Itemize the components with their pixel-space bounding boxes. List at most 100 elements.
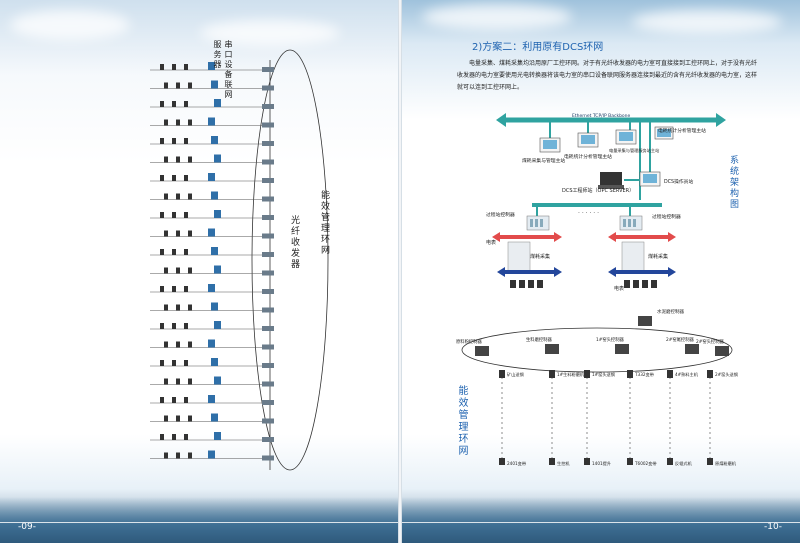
fiber-transceiver [262, 233, 274, 239]
ring-controller-node [615, 344, 629, 354]
meter-right-label: 电表 [614, 285, 624, 292]
fiber-transceiver [262, 307, 274, 313]
fiber-transceiver [262, 67, 274, 72]
meter-device [188, 304, 192, 311]
meter-device [176, 304, 180, 311]
meter-device [184, 101, 188, 107]
right-footer-line [402, 522, 800, 523]
serial-server [208, 339, 215, 348]
serial-server [214, 265, 221, 274]
coal-right-label: 煤耗采集 [648, 253, 668, 260]
fiber-transceiver [262, 381, 274, 387]
ring-ellipse [461, 327, 733, 373]
meter-device [184, 138, 188, 144]
bottom-device-label: T6002变带 [634, 460, 657, 467]
server-label: 串口设备联网服务器 [213, 40, 233, 100]
left-page-number: -09- [18, 522, 36, 532]
ring-controller-label: 2#窑头控制器 [696, 338, 725, 345]
fiber-transceiver [262, 344, 274, 350]
ring-diagram-side-label: 能效管理环网 [456, 385, 467, 457]
meter-device [164, 304, 168, 311]
fiber-transceiver [262, 104, 274, 109]
meter-device [164, 341, 168, 348]
ws-label-3: 电量采集与管理服务站主站 [609, 147, 659, 154]
ring-label: 能效管理环网 [319, 190, 329, 256]
ring-controller-label: 1#窑头控制器 [596, 336, 625, 343]
left-footer-band [0, 497, 398, 543]
meter-device [176, 452, 180, 459]
workstation-stats [577, 132, 599, 148]
bottom-device-label: 2401变带 [507, 460, 526, 467]
meter-device [160, 101, 164, 107]
meter-device [172, 249, 176, 255]
ring-controller-label: 生料磨控制器 [526, 336, 552, 343]
ws-label-4: 电耗统计分析管理主站 [658, 127, 706, 134]
ring-controller-label: 原料粉控制器 [456, 338, 482, 345]
ring-top-node: 水泥磨控制器 [657, 308, 684, 315]
ws-label-1: 煤耗采集与管理主站 [522, 157, 565, 164]
system-diagram-side-label: 系统架构图 [728, 155, 738, 210]
serial-server [214, 376, 221, 385]
meter-device [172, 286, 176, 292]
meter-device [184, 323, 188, 329]
fiber-transceiver [262, 159, 274, 165]
controller-right-label: 过程站控制器 [652, 213, 681, 220]
bottom-device-label: 1401提升 [592, 460, 611, 467]
fiber-transceiver [262, 85, 274, 91]
fiber-transceiver [262, 437, 274, 442]
meter-device [188, 267, 192, 274]
branch-device [499, 370, 505, 378]
workstation-analysis [654, 126, 674, 140]
bottom-device [667, 458, 673, 465]
meter-device [172, 212, 176, 218]
meter-device [160, 397, 164, 403]
fiber-transceiver [262, 122, 274, 128]
meter-device [164, 415, 168, 422]
meter-device [188, 156, 192, 163]
serial-server [211, 247, 218, 255]
meter-device [176, 230, 180, 237]
bottom-device-label: 生控机 [557, 460, 570, 467]
fiber-transceiver [262, 326, 274, 331]
bottom-device-label: 反辊式机 [675, 460, 693, 467]
fiber-transceiver [262, 141, 274, 146]
meter-device [176, 341, 180, 348]
fiber-transceiver [262, 289, 274, 294]
right-footer-band [402, 497, 800, 543]
branch-label: 1#窑头送钢 [592, 371, 615, 378]
meter-device [188, 82, 192, 89]
meter-device [176, 156, 180, 163]
branch-label: 矿山送钢 [507, 371, 524, 378]
serial-server [208, 450, 215, 459]
meter-device [172, 64, 176, 70]
meter-device [188, 119, 192, 126]
serial-server [211, 80, 218, 89]
meter-device [172, 323, 176, 329]
meter-device [164, 452, 168, 459]
meter-device [160, 286, 164, 292]
dcs-engineering-station [598, 172, 624, 189]
fiber-transceiver [262, 270, 274, 276]
branch-device [627, 370, 633, 378]
dots: · · · · · · [578, 210, 599, 217]
fiber-transceiver [262, 178, 274, 183]
meter-device [164, 119, 168, 126]
meter-device [176, 193, 180, 200]
bottom-device [549, 458, 555, 465]
meter-device [172, 175, 176, 181]
meter-left-label: 电表 [486, 239, 496, 246]
workstation-power [615, 129, 637, 145]
branch-label: T332变带 [634, 371, 654, 378]
meter-device [188, 452, 192, 459]
left-footer-line [0, 522, 398, 523]
meter-device [160, 323, 164, 329]
meter-device [184, 434, 188, 440]
meter-device [188, 193, 192, 200]
dcs-operator-label: DCS操作员站 [664, 178, 693, 185]
ring-controller-label: 2#窑尾控制器 [666, 336, 695, 343]
meter-device [164, 378, 168, 385]
process-controller-right [619, 215, 643, 231]
section-title: 2)方案二：利用原有DCS环网 [472, 42, 604, 53]
serial-server [214, 321, 221, 329]
serial-server [211, 358, 218, 366]
